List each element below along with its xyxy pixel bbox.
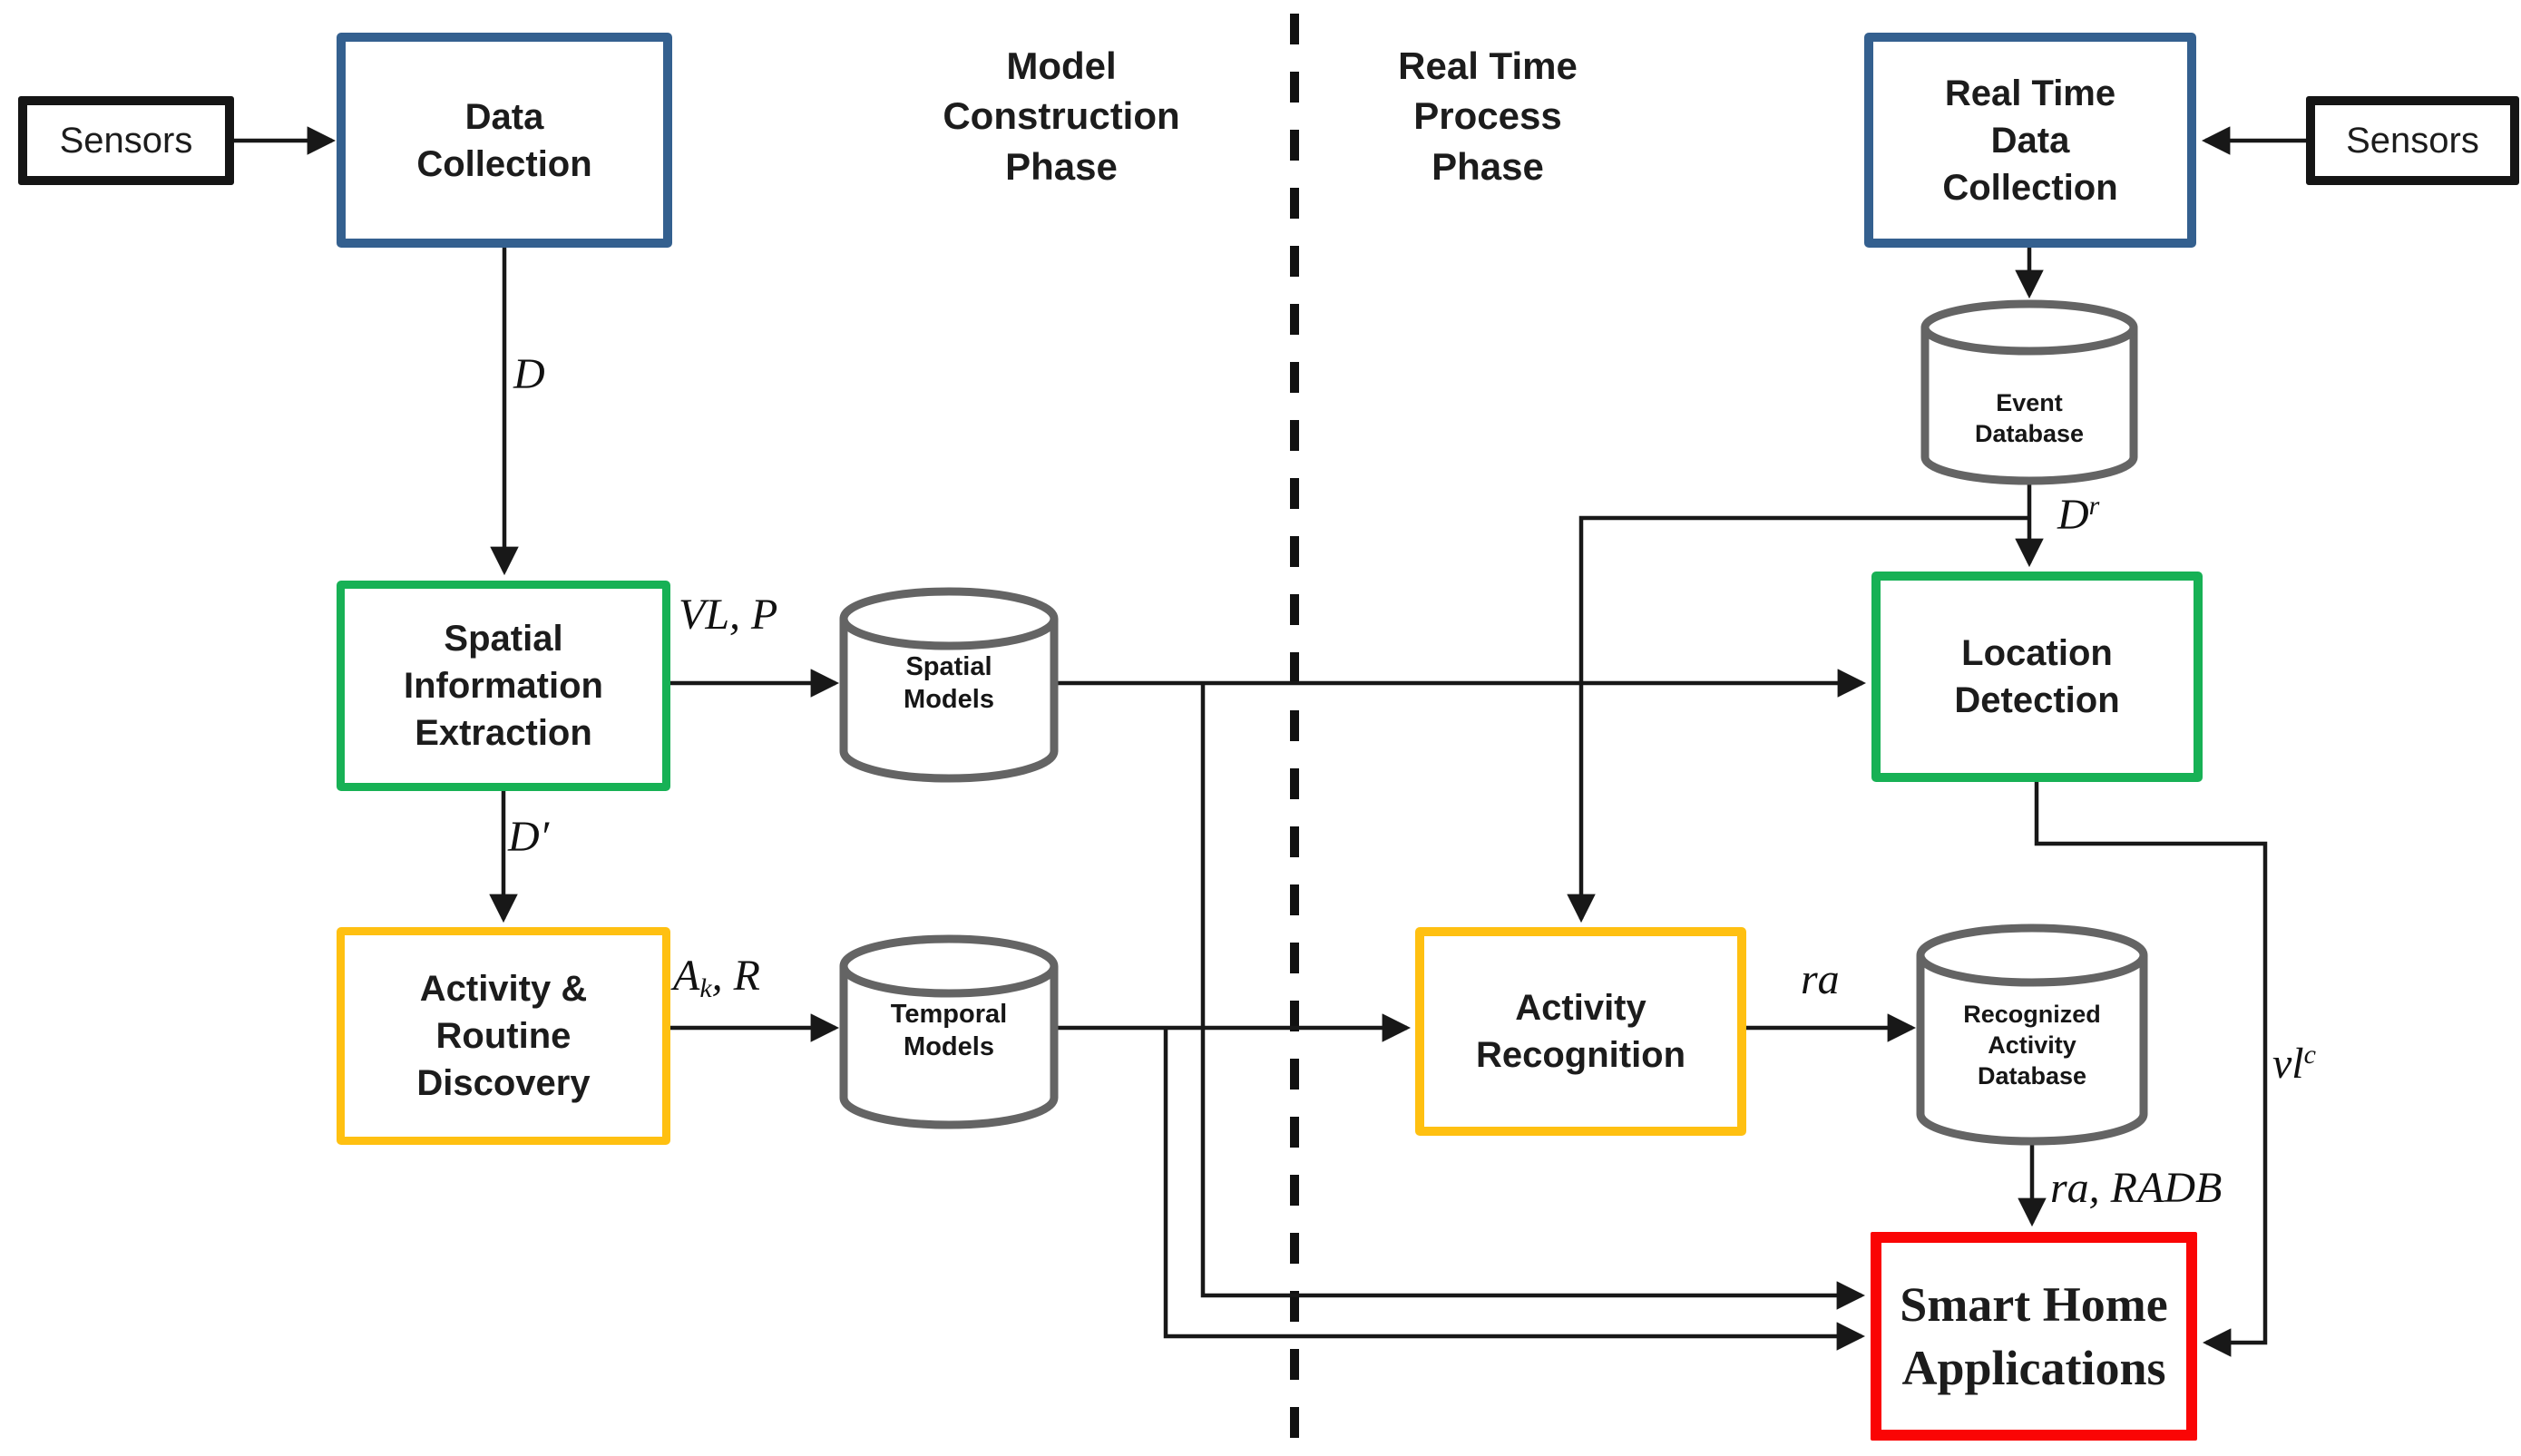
- edge-event-db-to-activity-recognition: [1567, 515, 2029, 923]
- event-database-cylinder: [1920, 299, 2138, 485]
- edge-label-d-r: Dr: [2057, 490, 2099, 540]
- spatial-information-extraction-box: Spatial Information Extraction: [337, 581, 670, 791]
- edge-label-vl-p: VL, P: [679, 591, 778, 639]
- event-database-label: Event Database: [1974, 389, 2085, 447]
- smart-home-applications-box: Smart Home Applications: [1871, 1232, 2197, 1441]
- smart-home-applications-label: Smart Home Applications: [1900, 1276, 2168, 1395]
- sensors-right-box: Sensors: [2306, 96, 2519, 185]
- sensors-right-label: Sensors: [2346, 121, 2479, 161]
- edge-label-ak-r-subscript: k: [699, 973, 712, 1003]
- edge-label-ra-radb: ra, RADB: [2050, 1164, 2223, 1212]
- edge-label-vl-c-base: vl: [2272, 1040, 2304, 1088]
- edge-label-ra: ra: [1801, 955, 1840, 1003]
- edge-spatial-models-to-smart-home: [1200, 683, 1866, 1310]
- edge-label-d-r-superscript: r: [2088, 491, 2100, 521]
- location-detection-box: Location Detection: [1871, 572, 2203, 782]
- temporal-models-cylinder: [839, 934, 1059, 1129]
- edge-label-ak-r-rest: , R: [711, 952, 760, 1000]
- real-time-data-collection-box: Real Time Data Collection: [1864, 33, 2196, 248]
- recognized-activity-database-label: Recognized Activity Database: [1963, 1001, 2101, 1090]
- temporal-models-label: Temporal Models: [890, 1000, 1008, 1062]
- real-time-data-collection-label: Real Time Data Collection: [1942, 73, 2118, 208]
- activity-routine-discovery-box: Activity & Routine Discovery: [337, 927, 670, 1145]
- edge-location-detection-to-smart-home: [2034, 782, 2268, 1357]
- real-time-process-phase-title: Real Time Process Phase: [1398, 44, 1578, 188]
- edge-label-ak-r-base: A: [673, 952, 700, 1000]
- edge-temporal-models-to-smart-home: [1163, 1028, 1866, 1351]
- edge-label-ak-r: Ak, R: [673, 951, 760, 1004]
- sensors-left-box: Sensors: [18, 96, 234, 185]
- edge-label-vl-c-superscript: c: [2303, 1040, 2316, 1070]
- location-detection-label: Location Detection: [1954, 633, 2120, 720]
- activity-recognition-box: Activity Recognition: [1415, 927, 1746, 1136]
- edge-label-d-prime: D′: [508, 813, 550, 861]
- data-collection-box: Data Collection: [337, 33, 672, 248]
- edge-label-d-r-base: D: [2057, 491, 2089, 539]
- spatial-models-cylinder: [839, 587, 1059, 783]
- activity-routine-discovery-label: Activity & Routine Discovery: [416, 969, 591, 1103]
- sensors-left-label: Sensors: [59, 121, 193, 161]
- data-collection-label: Data Collection: [416, 96, 592, 184]
- activity-recognition-label: Activity Recognition: [1475, 988, 1686, 1075]
- spatial-models-label: Spatial Models: [904, 652, 994, 715]
- edge-label-d: D: [513, 350, 545, 398]
- recognized-activity-database-cylinder: [1916, 923, 2148, 1146]
- edge-label-vl-c: vlc: [2272, 1039, 2316, 1089]
- model-construction-phase-title: Model Construction Phase: [943, 44, 1180, 188]
- spatial-information-extraction-label: Spatial Information Extraction: [404, 619, 603, 753]
